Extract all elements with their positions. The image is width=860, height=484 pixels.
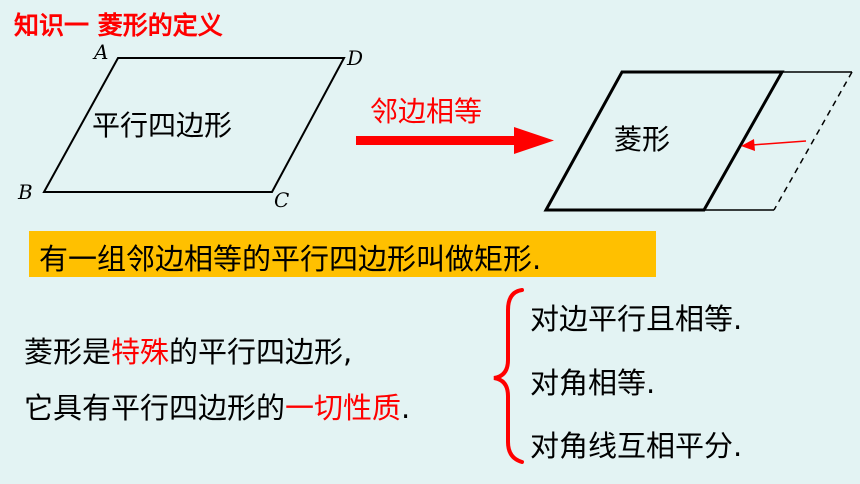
arrow-label: 邻边相等: [370, 95, 483, 128]
parallelogram-shape: [42, 57, 346, 193]
statement-line-1-post: 的平行四边形,: [169, 335, 353, 369]
vertex-label-a: A: [94, 40, 109, 64]
statement-highlight-all-properties: 一切性质: [285, 391, 402, 425]
statement-line-2-pre: 它具有平行四边形的: [24, 391, 286, 425]
shrink-arrow-shaft: [751, 140, 807, 146]
ghost-dashed-edge: [773, 71, 853, 211]
vertex-label-b: B: [18, 180, 33, 204]
statement-line-1-pre: 菱形是: [24, 335, 112, 369]
arrow-head: [514, 127, 554, 154]
property-item: 对角线互相平分.: [530, 429, 743, 463]
arrow-shaft: [356, 136, 516, 145]
statement-highlight-special: 特殊: [111, 335, 170, 369]
statement-line-1: 菱形是特殊的平行四边形,: [24, 329, 352, 371]
properties-brace: [493, 288, 524, 464]
rhombus-label: 菱形: [614, 123, 671, 156]
statement-line-2-post: .: [401, 391, 411, 425]
parallelogram-label: 平行四边形: [92, 109, 233, 142]
vertex-label-d: D: [347, 46, 364, 70]
statement-line-2: 它具有平行四边形的一切性质.: [24, 385, 410, 427]
definition-box: [29, 231, 656, 277]
vertex-label-c: C: [274, 188, 290, 212]
property-item: 对边平行且相等.: [530, 302, 743, 336]
shrink-arrow-head: [741, 139, 755, 151]
property-item: 对角相等.: [530, 366, 656, 400]
definition-text: 有一组邻边相等的平行四边形叫做矩形.: [39, 242, 542, 276]
page-title: 知识一 菱形的定义: [14, 11, 223, 40]
